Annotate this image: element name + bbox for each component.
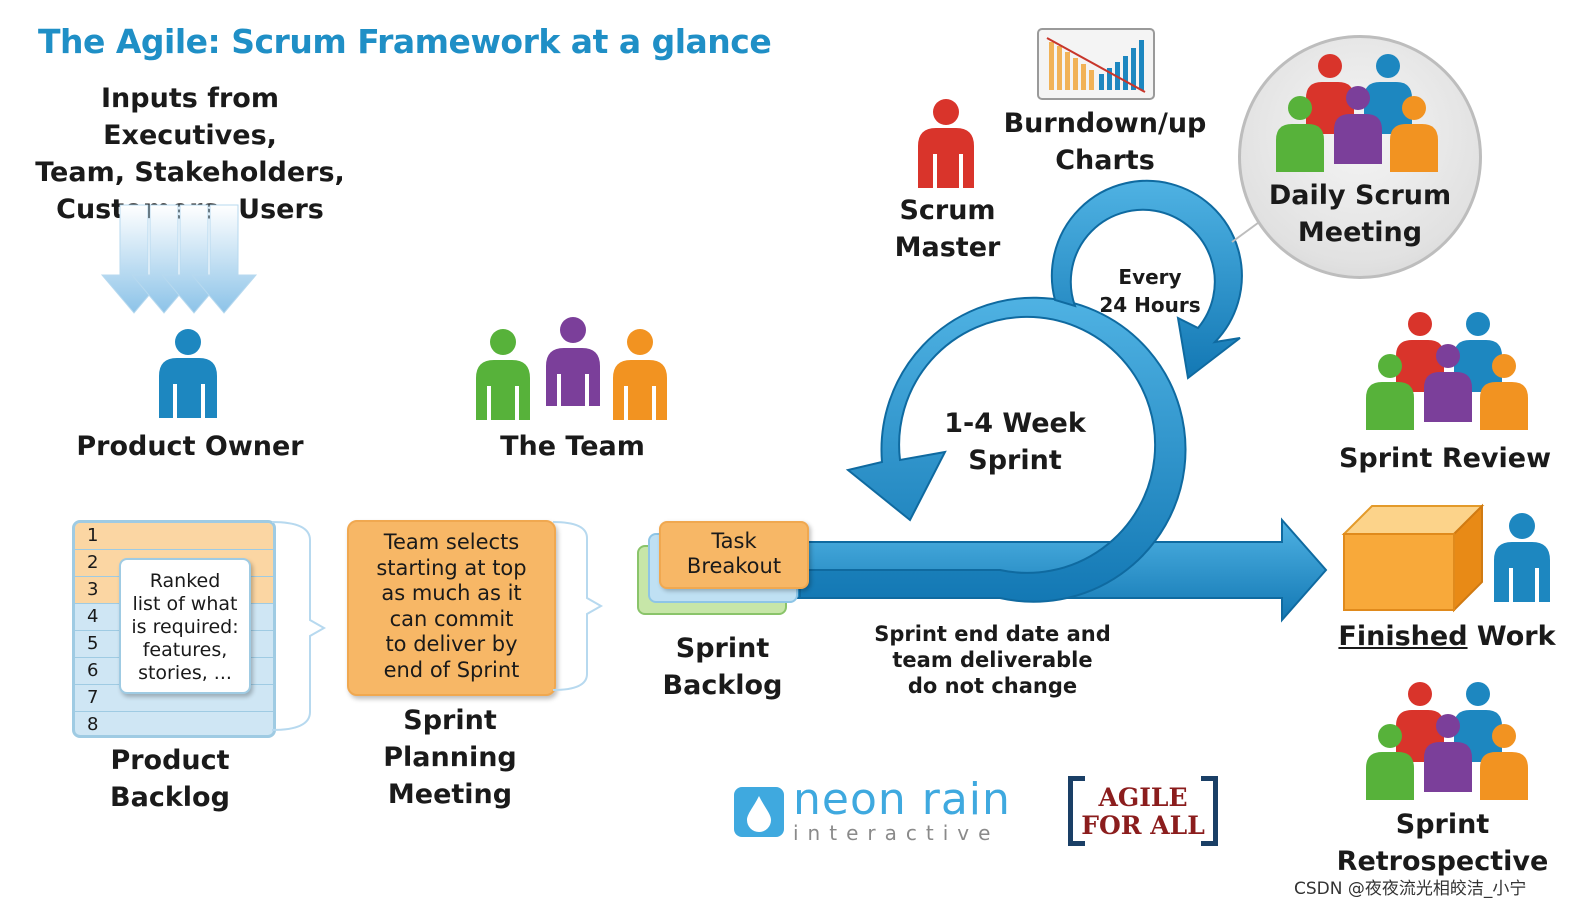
burndown-chart-icon (1037, 28, 1155, 100)
product-owner-label: Product Owner (76, 431, 304, 462)
backlog-row: 8 (87, 714, 99, 735)
task-breakout-card: Task Breakout (659, 521, 809, 589)
sprint-review-persons-icon (1366, 312, 1528, 430)
sprint-planning-note: Team selects starting at top as much as … (347, 520, 556, 696)
agile-for-all-logo: AGILE FOR ALL (1068, 776, 1218, 846)
scrum-master-person-icon (918, 99, 974, 188)
neon-rain-logo: neon rain interactive (793, 774, 1011, 845)
the-team-label: The Team (500, 431, 645, 462)
sprint-length-label: 1-4 Week Sprint (944, 408, 1086, 476)
sprint-retrospective-persons-icon (1366, 682, 1528, 800)
product-owner-person-icon (159, 329, 217, 418)
sprint-backlog-label: Sprint Backlog (662, 633, 783, 701)
inputs-line: Inputs from Executives, (101, 83, 279, 151)
finished-work-box-icon (1341, 503, 1485, 613)
watermark: CSDN @夜夜流光相皎洁_小宁 (1294, 879, 1527, 899)
scrum-master-label: Scrum Master (894, 195, 1001, 263)
page-title: The Agile: Scrum Framework at a glance (38, 22, 772, 61)
neon-rain-logo-icon (734, 787, 784, 837)
product-backlog-bracket-icon (271, 521, 327, 731)
backlog-row: 7 (75, 685, 273, 712)
daily-scrum-persons-icon (1276, 54, 1438, 172)
daily-cycle-label: Every 24 Hours (1099, 265, 1201, 317)
inputs-line: Team, Stakeholders, (35, 157, 345, 188)
sprint-review-label: Sprint Review (1338, 443, 1552, 474)
daily-scrum-label: Daily Scrum Meeting (1268, 180, 1452, 248)
team-persons-icon (476, 317, 667, 420)
backlog-row: 1 (75, 523, 273, 550)
product-backlog-label: Product Backlog (110, 745, 230, 813)
inputs-arrows-icon (100, 204, 258, 314)
finished-work-label: Finished Work (1338, 621, 1556, 652)
sprint-constraint-label: Sprint end date and team deliverable do … (874, 622, 1111, 698)
sprint-retrospective-label: Sprint Retrospective (1336, 809, 1549, 877)
sprint-planning-label: Sprint Planning Meeting (383, 705, 517, 810)
product-backlog-note: Ranked list of what is required: feature… (119, 558, 251, 694)
burndown-label: Burndown/up Charts (1003, 108, 1207, 176)
sprint-planning-bracket-icon (552, 521, 604, 691)
finished-work-person-icon (1494, 513, 1550, 602)
